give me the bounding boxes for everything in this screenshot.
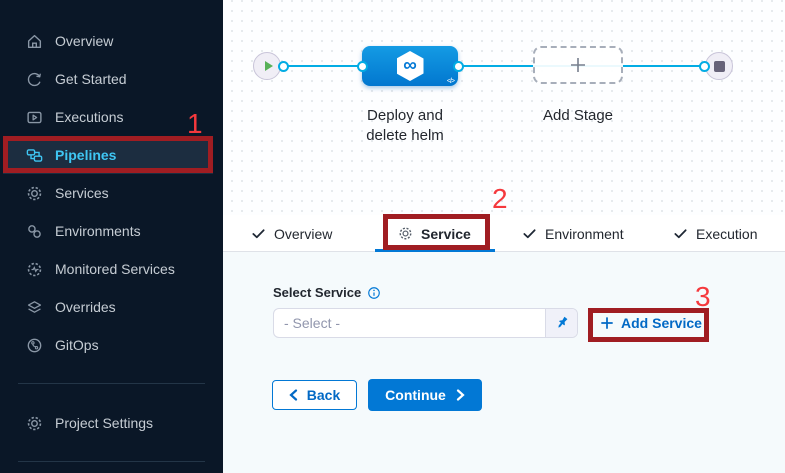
sidebar-item-pipelines[interactable]: Pipelines [0,136,223,174]
tab-label: Service [421,225,471,242]
sidebar-item-get-started[interactable]: Get Started [0,60,223,98]
stage-name-label[interactable]: Deploy and delete helm [366,107,444,144]
cd-stage-icon: ∞ [396,51,424,81]
plus-icon [601,317,613,329]
chevron-left-icon [289,389,297,401]
connector-port [452,60,464,72]
pin-icon [557,316,567,328]
add-service-label: Add Service [621,315,702,331]
plus-icon [571,58,585,72]
settings-icon [26,415,43,432]
sidebar-item-label: Overrides [55,299,116,315]
environments-icon [26,223,43,240]
service-tab-content: Select Service - Select - Add Service [223,252,785,473]
tab-environment[interactable]: Environment [522,215,624,252]
add-service-button[interactable]: Add Service [600,315,702,331]
connector-port [277,60,289,72]
pipeline-start-node[interactable] [253,52,281,80]
sidebar-divider-bottom [18,461,205,462]
gitops-icon [26,337,43,354]
chevron-right-icon [456,389,465,401]
tab-execution[interactable]: Execution [673,215,757,252]
sidebar-item-label: Pipelines [55,147,117,163]
sidebar-item-environments[interactable]: Environments [0,212,223,250]
sidebar-item-monitored-services[interactable]: Monitored Services [0,250,223,288]
stage-node-deploy[interactable]: ∞ </> [362,46,458,86]
pipeline-connector-line [267,65,719,67]
sidebar-item-services[interactable]: Services [0,174,223,212]
sidebar-item-overview[interactable]: Overview [0,22,223,60]
gear-icon [398,226,413,241]
active-tab-underline [375,249,495,252]
sidebar-divider [18,383,205,384]
stage-tabbar: Overview Service Environment Execution [223,215,785,252]
sidebar-item-label: Get Started [55,71,127,87]
tab-label: Environment [545,225,624,242]
add-stage-node[interactable] [533,46,623,84]
tab-label: Overview [274,225,333,242]
sidebar-item-label: Environments [55,223,141,239]
overrides-icon [26,299,43,316]
pipeline-canvas: ∞ </> Deploy and delete helm Add Stage [223,0,785,215]
add-stage-label[interactable]: Add Stage [542,107,614,124]
get-started-icon [26,71,43,88]
select-service-value: - Select - [284,315,341,331]
sidebar-item-gitops[interactable]: GitOps [0,326,223,364]
main-area: ∞ </> Deploy and delete helm Add Stage O… [223,0,785,473]
monitored-services-icon [26,261,43,278]
sidebar-item-label: Services [55,185,109,201]
sidebar-item-label: Overview [55,33,114,49]
sidebar-item-label: Project Settings [55,415,154,431]
select-service-dropdown[interactable]: - Select - [273,308,578,338]
check-icon [522,226,537,241]
select-service-label: Select Service [273,285,362,300]
pipelines-icon [26,147,43,164]
sidebar-item-overrides[interactable]: Overrides [0,288,223,326]
sidebar-item-label: Executions [55,109,124,125]
sidebar-item-label: Monitored Services [55,261,175,277]
code-icon: </> [446,78,455,85]
executions-icon [26,109,43,126]
sidebar-footer-nav: Project Settings [0,384,223,442]
connector-port [356,60,368,72]
info-icon[interactable] [367,286,381,300]
back-label: Back [306,387,341,403]
tab-overview[interactable]: Overview [251,215,332,252]
sidebar-item-label: GitOps [55,337,99,353]
play-icon [264,61,273,71]
tab-service[interactable]: Service [398,215,471,252]
continue-label: Continue [385,387,446,403]
services-icon [26,185,43,202]
select-service-label-row: Select Service [273,285,381,300]
continue-button[interactable]: Continue [368,379,482,411]
check-icon [673,226,688,241]
connector-port [698,60,710,72]
sidebar-item-project-settings[interactable]: Project Settings [0,404,223,442]
back-button[interactable]: Back [272,380,357,410]
tab-label: Execution [696,225,758,242]
home-icon [26,33,43,50]
pin-toggle-button[interactable] [545,309,577,337]
stop-icon [713,60,725,72]
sidebar-item-executions[interactable]: Executions [0,98,223,136]
check-icon [251,226,266,241]
